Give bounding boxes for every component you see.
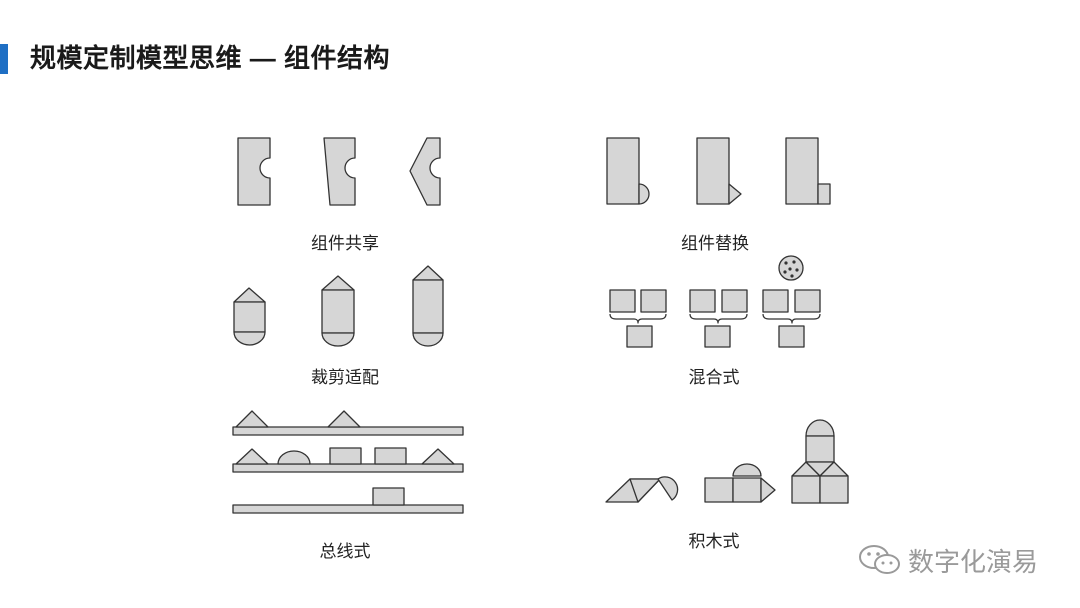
component-swapping-figure <box>606 137 831 205</box>
watermark: 数字化演易 <box>858 540 1038 580</box>
bus-figure <box>232 410 464 514</box>
label-component-sharing: 组件共享 <box>311 234 379 253</box>
mix-braces <box>609 313 821 324</box>
page-title: 规模定制模型思维 — 组件结构 <box>30 43 390 73</box>
label-bus: 总线式 <box>319 542 371 561</box>
label-building-block: 积木式 <box>688 532 740 551</box>
label-component-swapping: 组件替换 <box>681 234 749 253</box>
wechat-icon <box>859 545 900 574</box>
label-mix: 混合式 <box>688 368 740 387</box>
title-accent-bar <box>0 44 8 74</box>
mix-dots <box>783 260 799 278</box>
cut-to-fit-figure <box>233 265 444 347</box>
watermark-text: 数字化演易 <box>908 547 1039 578</box>
building-block-figure <box>605 419 849 504</box>
component-sharing-figure <box>237 137 441 206</box>
label-cut-to-fit: 裁剪适配 <box>311 368 379 387</box>
mix-figure <box>609 255 821 348</box>
